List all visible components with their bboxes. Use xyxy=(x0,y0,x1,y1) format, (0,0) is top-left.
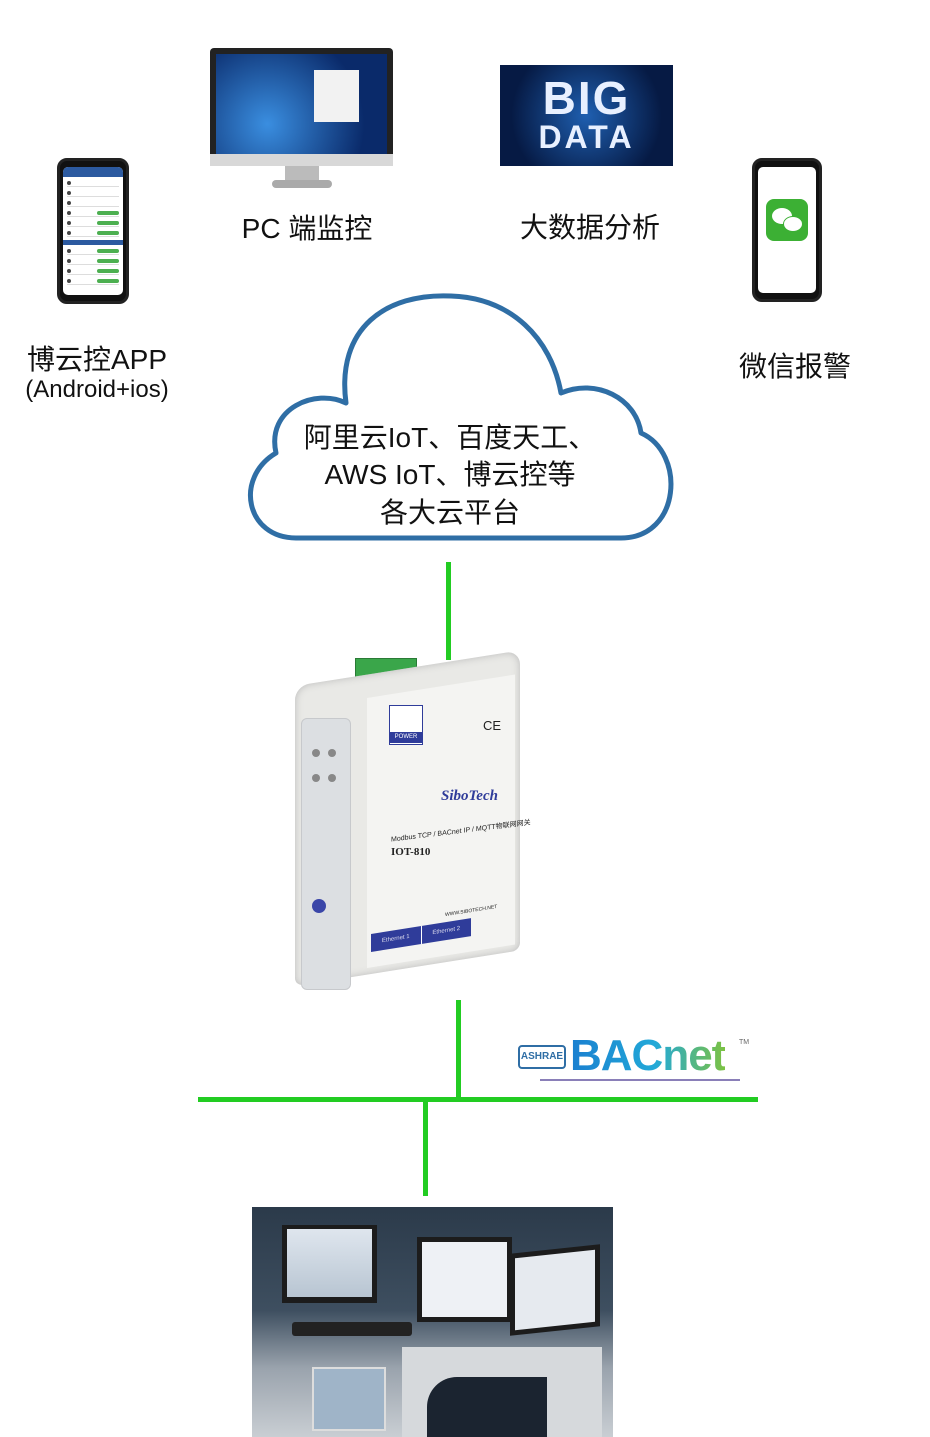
app-platform-label: (Android+ios) xyxy=(25,376,169,403)
cloud-gateway-link xyxy=(446,562,451,660)
power-label: POWER xyxy=(389,732,423,743)
trademark-text: TM xyxy=(739,1039,750,1046)
wechat-icon xyxy=(766,199,808,241)
ce-mark: CE xyxy=(483,718,502,733)
gateway-bus-link xyxy=(456,1000,461,1100)
bacnet-text: BACnet xyxy=(570,1031,726,1080)
bacnet-bus-line xyxy=(198,1097,758,1102)
big-data-image-text: BIG xyxy=(542,72,631,124)
pc-label: PC 端监控 xyxy=(241,213,373,244)
brand-logo: SiboTech xyxy=(441,788,498,804)
mobile-app-phone-image xyxy=(57,158,129,304)
iot-810-gateway-image: POWER CE SiboTech Modbus TCP / BACnet IP… xyxy=(295,650,531,990)
pc-monitor-image xyxy=(210,48,393,191)
bigdata-label: 大数据分析 xyxy=(519,212,661,243)
device-model: IOT-810 xyxy=(391,846,431,858)
big-data-image: BIG DATA xyxy=(500,65,673,166)
bms-control-room-image xyxy=(252,1207,613,1437)
app-label: 博云控APP xyxy=(26,344,168,375)
front-panel xyxy=(301,718,351,990)
wechat-label: 微信报警 xyxy=(738,351,852,382)
cloud-text-line-3: 各大云平台 xyxy=(379,497,521,528)
bacnet-logo: ASHRAE BACnet TM xyxy=(518,1031,753,1085)
ashrae-text: ASHRAE xyxy=(518,1045,566,1069)
cloud-text-line-1: 阿里云IoT、百度天工、 xyxy=(303,422,597,453)
cloud-shape xyxy=(248,293,674,541)
wechat-phone-image xyxy=(752,158,822,302)
big-data-image-text-2: DATA xyxy=(538,119,635,155)
bus-bms-link xyxy=(423,1100,428,1196)
cloud-text-line-2: AWS IoT、博云控等 xyxy=(324,459,576,490)
